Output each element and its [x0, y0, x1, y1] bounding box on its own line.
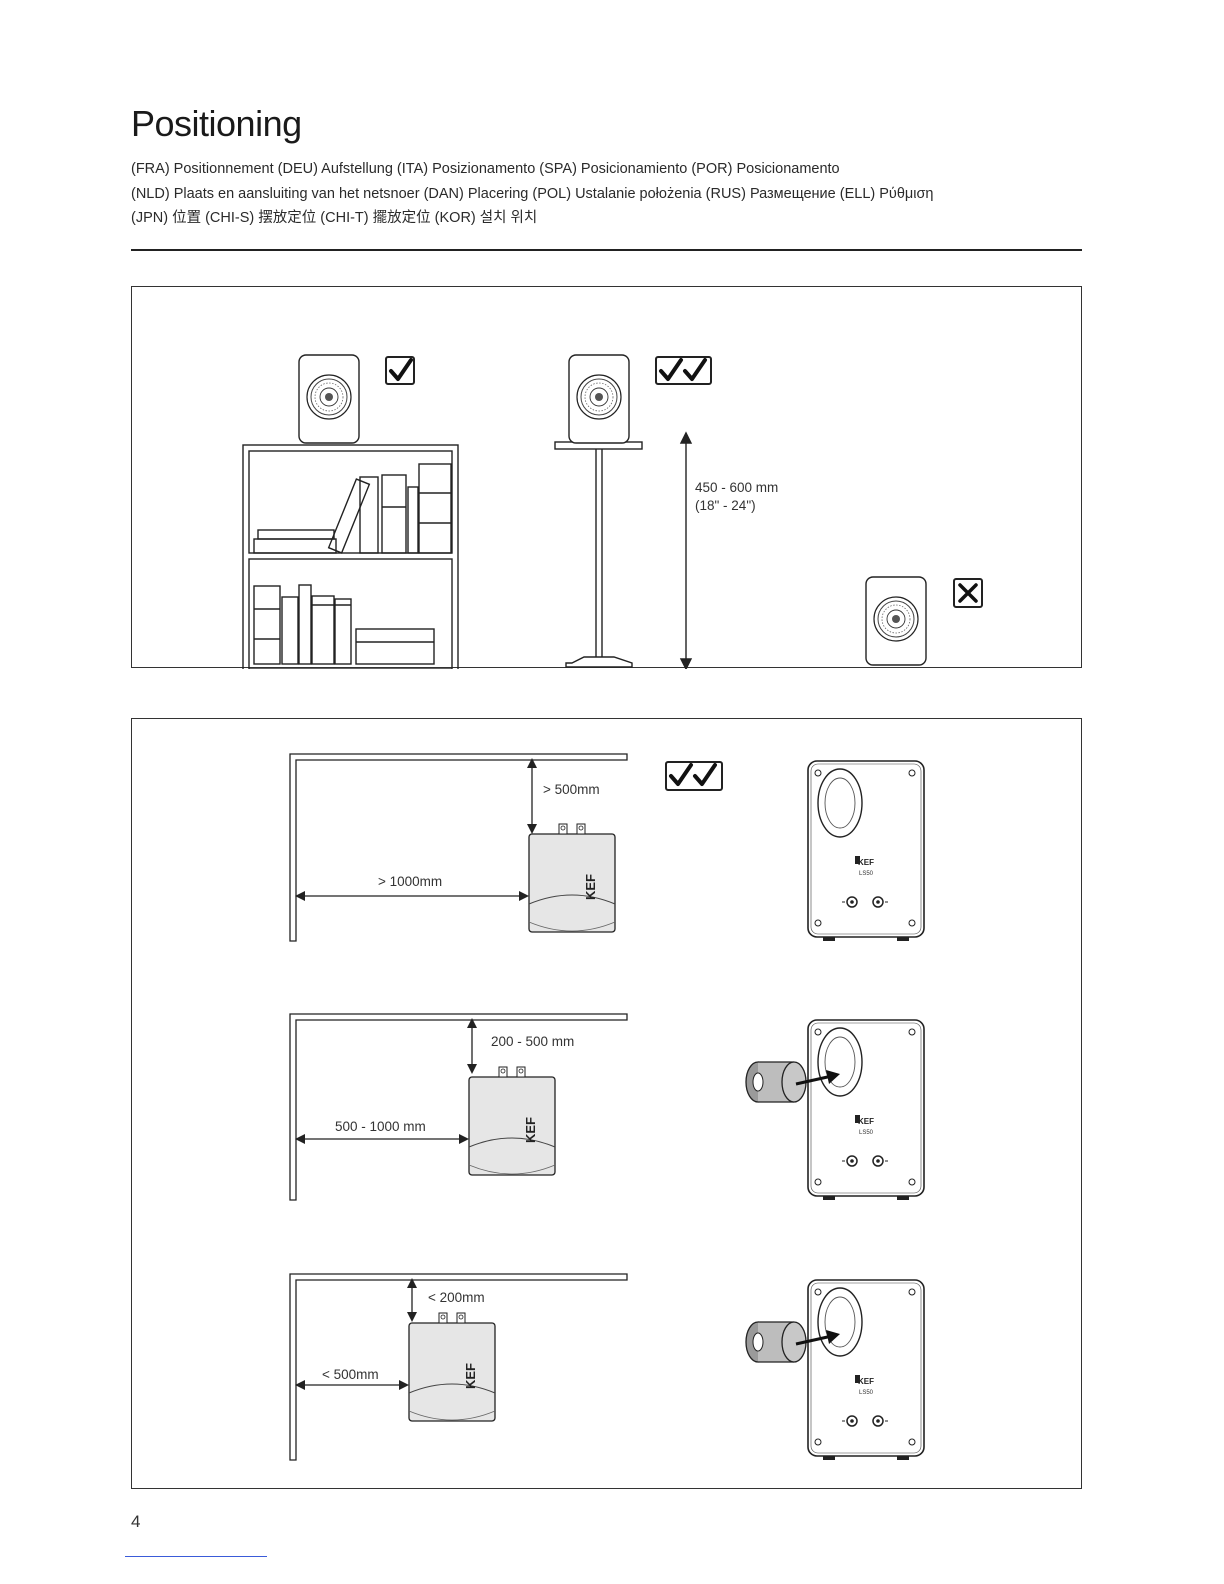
row2-rear-speaker: KEF LS50 — [807, 1019, 925, 1201]
row2-speaker-model: LS50 — [859, 1130, 874, 1136]
row3-side-distance: < 500mm — [322, 1367, 379, 1382]
page-number: 4 — [131, 1512, 141, 1531]
row3-port-plug — [745, 1321, 840, 1363]
row1-side-distance: > 1000mm — [378, 874, 442, 889]
double-check-box-icon — [665, 761, 723, 791]
wall-distance-panel: KEF — [131, 718, 1082, 1489]
translations-block: (FRA) Positionnement (DEU) Aufstellung (… — [131, 157, 1111, 231]
row1-speaker-top-view — [528, 823, 616, 933]
row2-diagram: 200 - 500 mm 500 - 1000 mm — [289, 1013, 628, 1201]
stand-height-label-inches: (18" - 24") — [695, 498, 756, 513]
placement-illustration: 450 - 600 mm (18" - 24") — [242, 354, 983, 669]
speaker-on-floor — [865, 576, 927, 666]
row2-port-plug — [745, 1061, 840, 1103]
footer-underline — [125, 1556, 267, 1557]
speaker-stand — [554, 441, 643, 668]
translations-line-3: (JPN) 位置 (CHI-S) 摆放定位 (CHI-T) 擺放定位 (KOR)… — [131, 210, 538, 226]
row1-rear-speaker: KEF LS50 — [807, 760, 925, 942]
row3-speaker-brand: KEF — [858, 1377, 874, 1386]
speaker-on-stand — [568, 354, 630, 444]
row2-side-distance: 500 - 1000 mm — [335, 1119, 426, 1134]
row2-speaker-brand: KEF — [858, 1117, 874, 1126]
row1-wall-distance: > 500mm — [543, 782, 600, 797]
row3-wall-distance: < 200mm — [428, 1290, 485, 1305]
row3-rear-speaker: KEF LS50 — [807, 1279, 925, 1461]
header-divider — [131, 249, 1082, 251]
row2-wall-distance: 200 - 500 mm — [491, 1034, 574, 1049]
page-title: Positioning — [131, 103, 302, 144]
row2-speaker-top-view — [468, 1066, 556, 1176]
placement-panel: 450 - 600 mm (18" - 24") — [131, 286, 1082, 669]
row1-speaker-model: LS50 — [859, 871, 874, 877]
row1-speaker-brand: KEF — [858, 858, 874, 867]
speaker-on-shelf — [298, 354, 360, 444]
row3-diagram: < 200mm < 500mm — [289, 1273, 628, 1461]
row1-diagram: > 500mm > 1000mm — [289, 753, 628, 942]
cross-box-icon — [953, 578, 983, 608]
bookshelf — [242, 444, 459, 669]
stand-height-label: 450 - 600 mm — [695, 480, 778, 495]
check-box-icon — [385, 356, 415, 385]
translations-line-1: (FRA) Positionnement (DEU) Aufstellung (… — [131, 161, 840, 177]
row3-speaker-top-view — [408, 1312, 496, 1422]
height-arrow — [679, 431, 693, 669]
wall-distance-illustration: KEF — [289, 753, 925, 1461]
double-check-box-icon — [655, 356, 712, 385]
translations-line-2: (NLD) Plaats en aansluiting van het nets… — [131, 185, 934, 202]
row3-speaker-model: LS50 — [859, 1390, 874, 1396]
